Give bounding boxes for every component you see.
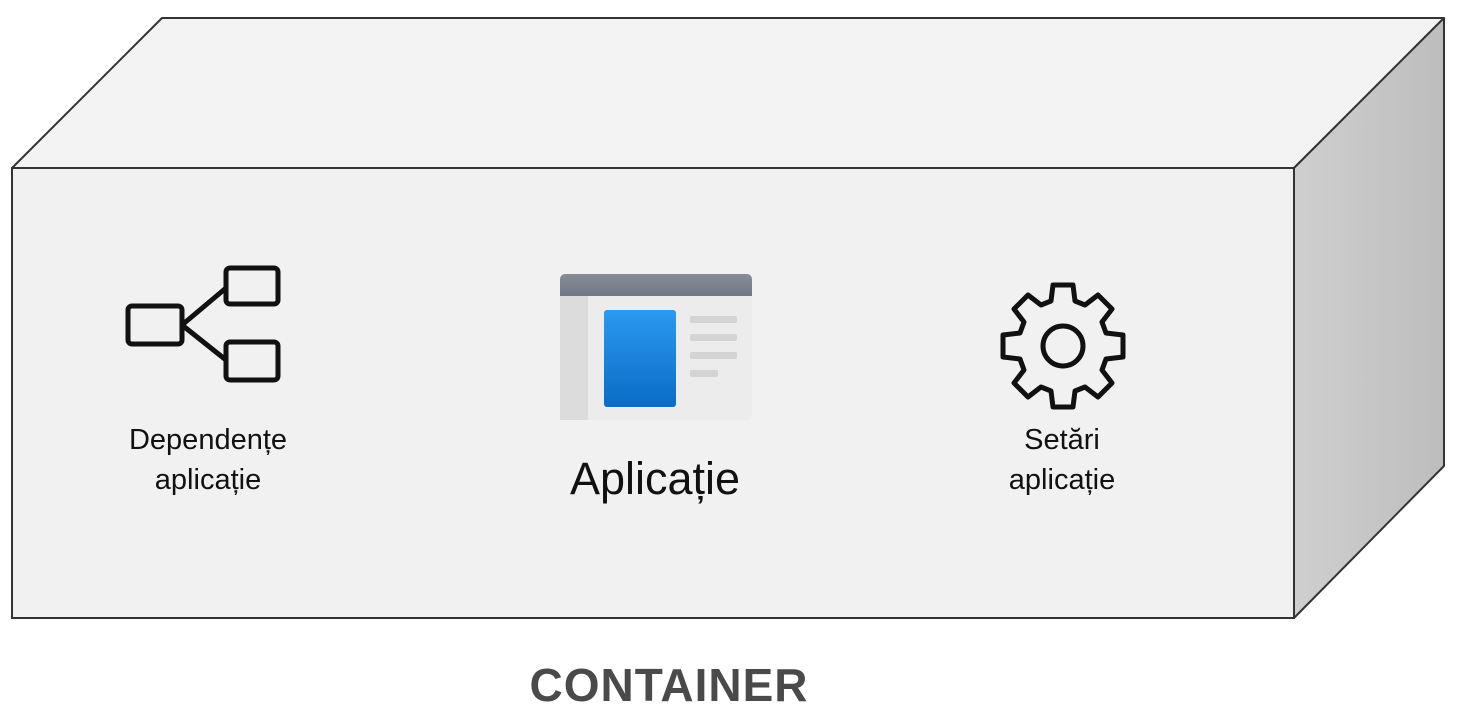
gear-icon	[1000, 282, 1126, 410]
settings-label: Setări aplicație	[942, 420, 1182, 500]
application-window-icon	[560, 274, 752, 420]
dependency-tree-icon	[125, 265, 281, 383]
container-top-face	[11, 17, 1445, 169]
application-label: Aplicație	[569, 453, 741, 504]
dependencies-label-line1: Dependențe	[128, 424, 288, 456]
container-title: CONTAINER	[529, 659, 809, 711]
dependencies-label: Dependențe aplicație	[88, 420, 328, 500]
settings-label-line2: aplicație	[1008, 464, 1116, 496]
dependencies-label-line2: aplicație	[154, 464, 262, 496]
settings-label-line1: Setări	[1024, 424, 1100, 456]
